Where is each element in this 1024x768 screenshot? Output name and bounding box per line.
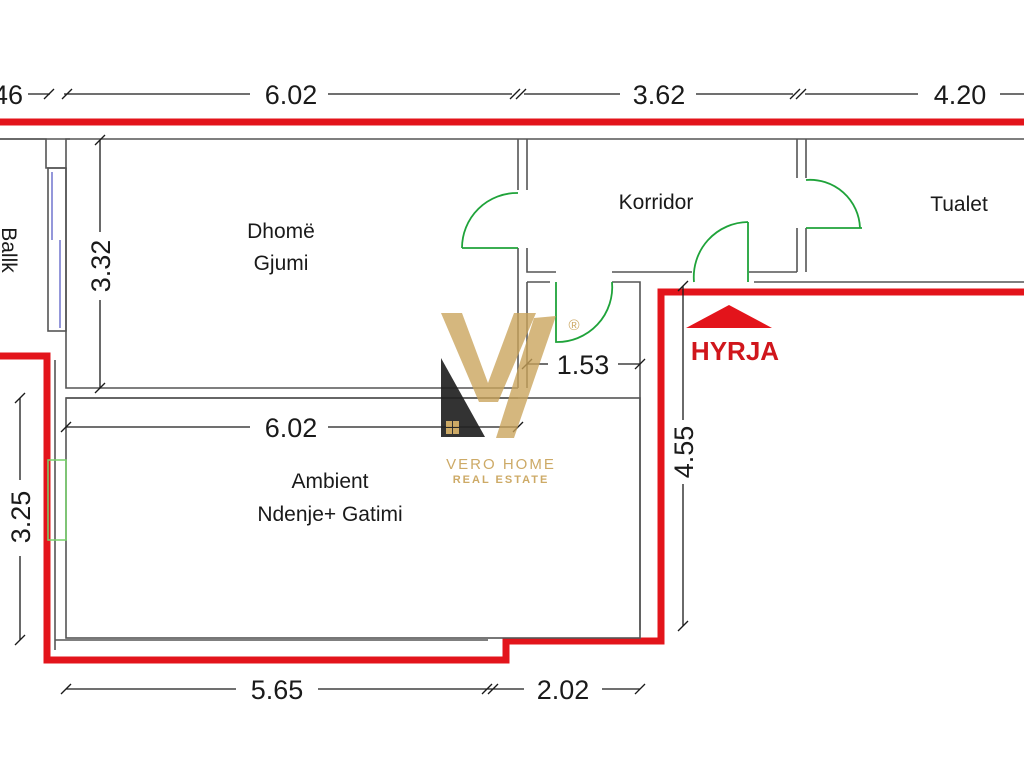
dim-top-2: 3.62 [633, 80, 686, 110]
living-width-dimension: 6.02 [60, 413, 524, 443]
top-dimension-chain: 46 6.02 3.62 4.20 [0, 80, 1024, 110]
dim-bottom-2: 2.02 [537, 675, 590, 705]
dim-top-left: 46 [0, 80, 23, 110]
entrance-height-dimension: 4.55 [669, 280, 699, 632]
brand-tagline: REAL ESTATE [453, 474, 550, 486]
registered-mark: ® [568, 317, 579, 334]
doors [461, 178, 862, 343]
apartment-outline-perimeter [0, 288, 1024, 664]
dim-top-3: 4.20 [934, 80, 987, 110]
living-height-dimension: 3.25 [6, 392, 36, 646]
entrance-label: HYRJA [691, 336, 779, 366]
dim-corridor-width: 1.53 [557, 350, 610, 380]
dim-living-width: 6.02 [265, 413, 318, 443]
logo-v-icon [441, 313, 536, 402]
toilet-label: Tualet [930, 193, 988, 216]
living-label-line1: Ambient [291, 470, 368, 493]
bedroom-label-line2: Gjumi [254, 252, 309, 275]
bottom-dimension-chain: 5.65 2.02 [60, 675, 646, 705]
living-label-line2: Ndenje+ Gatimi [257, 503, 402, 526]
dim-bedroom-height: 3.32 [86, 240, 116, 293]
bedroom-height-dimension: 3.32 [86, 134, 116, 394]
dim-bottom-1: 5.65 [251, 675, 304, 705]
bedroom-label-line1: Dhomë [247, 220, 315, 243]
brand-name: VERO HOME [446, 456, 556, 473]
logo-h-bar-icon [496, 316, 556, 438]
corridor-label: Korridor [619, 191, 694, 214]
watermark-logo: VERO HOME REAL ESTATE ® [441, 313, 580, 486]
entrance-arrow-icon [686, 305, 772, 328]
balcony-label-cut: Ballk [0, 227, 20, 273]
dim-top-1: 6.02 [265, 80, 318, 110]
logo-dark-triangle-icon [441, 358, 485, 437]
dim-living-height: 3.25 [6, 491, 36, 544]
dim-entrance-height: 4.55 [669, 426, 699, 479]
entrance-marker: HYRJA [686, 305, 779, 366]
